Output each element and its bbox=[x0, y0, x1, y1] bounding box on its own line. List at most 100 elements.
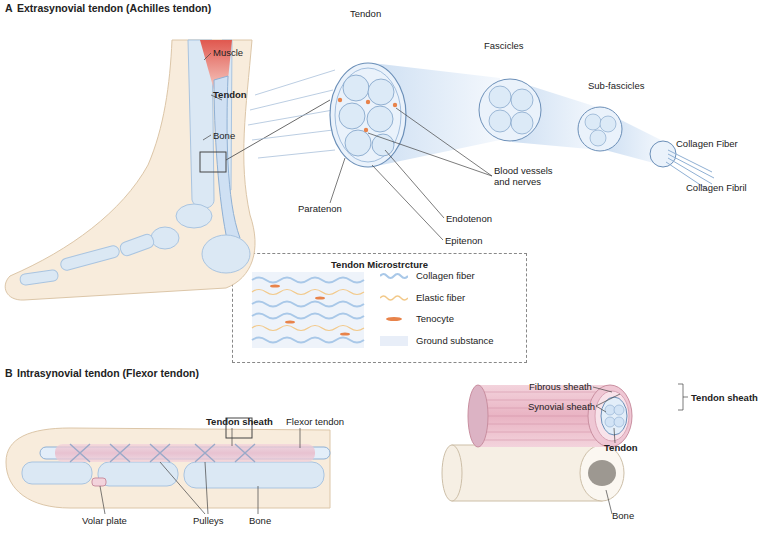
part-label: Tendon sheath bbox=[206, 416, 273, 427]
part-label: Bone bbox=[249, 515, 271, 526]
navicular-bone bbox=[151, 227, 179, 249]
panel-heading: Extrasynovial tendon (Achilles tendon) bbox=[17, 3, 211, 14]
pulley-line bbox=[195, 444, 215, 462]
collagen-wave bbox=[252, 314, 364, 319]
subfascicle-group bbox=[489, 86, 533, 134]
finger-skin bbox=[6, 428, 330, 508]
pulley-line bbox=[110, 444, 130, 462]
panel-letter: B bbox=[5, 368, 13, 379]
leader-line bbox=[300, 428, 301, 448]
fascicle bbox=[343, 75, 369, 101]
fiber bbox=[600, 116, 616, 132]
legend-wave bbox=[380, 271, 408, 281]
legend-entry: Elastic fiber bbox=[380, 292, 465, 303]
fascicle bbox=[605, 417, 615, 427]
leader-line bbox=[385, 150, 444, 218]
flexor-tendon-band bbox=[40, 447, 330, 459]
legend-heading: Tendon Microstrcture bbox=[233, 259, 526, 270]
fascicle bbox=[605, 405, 615, 415]
leader-line bbox=[396, 108, 492, 176]
leader-line bbox=[596, 406, 606, 412]
phalanx-bone bbox=[19, 269, 58, 285]
legend-sample bbox=[386, 317, 402, 321]
collagen-wave bbox=[252, 302, 364, 307]
legend-box: Tendon Microstrcture bbox=[232, 253, 527, 363]
part-label: Fascicles bbox=[484, 40, 524, 51]
leader-line bbox=[204, 53, 211, 60]
elastic-wave bbox=[252, 290, 364, 295]
leader-line bbox=[232, 428, 233, 446]
vessel-dot bbox=[338, 98, 342, 102]
fiber-group bbox=[585, 114, 616, 146]
fibula-bone bbox=[222, 40, 232, 190]
part-label: Muscle bbox=[213, 47, 243, 58]
leader-line bbox=[368, 133, 492, 176]
part-label: Volar plate bbox=[82, 515, 127, 526]
part-label: Endotenon bbox=[446, 213, 492, 224]
paratenon-fiber bbox=[248, 110, 333, 125]
blood-vessels bbox=[338, 98, 397, 132]
leader-line bbox=[372, 165, 443, 240]
fascicle-group bbox=[339, 75, 394, 156]
subfascicle bbox=[489, 86, 511, 108]
calcaneus-bone bbox=[202, 235, 250, 273]
leader-line bbox=[614, 428, 615, 443]
middle-phalanx bbox=[98, 462, 178, 486]
fascicle bbox=[345, 130, 371, 156]
part-label: Blood vessels and nerves bbox=[494, 165, 560, 187]
legend-wave bbox=[380, 293, 408, 303]
tenocyte bbox=[285, 320, 295, 323]
legend-text: Collagen fiber bbox=[416, 270, 475, 281]
collagen-wave bbox=[252, 338, 364, 343]
fascicle bbox=[614, 405, 624, 415]
part-label: Synovial sheath bbox=[528, 401, 595, 412]
paratenon-fiber bbox=[250, 90, 333, 110]
pulley-line bbox=[195, 444, 215, 462]
fibril bbox=[668, 154, 714, 178]
volar-plate bbox=[92, 478, 106, 486]
achilles-tendon bbox=[214, 76, 240, 244]
part-label: Paratenon bbox=[298, 203, 342, 214]
part-label: Collagen Fiber bbox=[676, 138, 738, 149]
tenocyte bbox=[315, 296, 325, 299]
stripe bbox=[478, 400, 610, 401]
sheath-cylinder bbox=[478, 385, 610, 447]
pulley-line bbox=[70, 444, 90, 462]
pulley-line bbox=[235, 444, 255, 462]
part-label: Epitenon bbox=[445, 235, 483, 246]
bone-marrow bbox=[588, 460, 616, 486]
legend-entry: Ground substance bbox=[380, 335, 494, 346]
fibril bbox=[668, 150, 712, 172]
legend-entry: Collagen fiber bbox=[380, 270, 475, 281]
stripe bbox=[478, 432, 610, 433]
pulley-line bbox=[150, 444, 170, 462]
part-label: Tendon bbox=[604, 442, 638, 453]
tenocytes bbox=[270, 284, 350, 335]
fascicle bbox=[614, 417, 624, 427]
leader-line bbox=[100, 486, 105, 514]
legend-sample bbox=[380, 274, 408, 278]
pulleys bbox=[70, 444, 255, 462]
subfascicle bbox=[511, 112, 533, 134]
fascicle bbox=[367, 106, 393, 132]
leader-line bbox=[258, 486, 259, 514]
part-label: Fibrous sheath bbox=[529, 381, 592, 392]
talus-bone bbox=[176, 204, 212, 228]
subfascicle-cone bbox=[512, 80, 600, 150]
fiber bbox=[585, 114, 601, 130]
bone-cylinder bbox=[452, 445, 602, 501]
fascicle bbox=[339, 103, 365, 129]
leader-line bbox=[330, 158, 345, 203]
leader-line bbox=[160, 462, 205, 514]
leader-line bbox=[596, 394, 620, 406]
paratenon-fiber bbox=[252, 130, 333, 140]
pulley-line bbox=[110, 444, 130, 462]
part-label: Flexor tendon bbox=[286, 416, 344, 427]
legend-swatch bbox=[380, 336, 408, 346]
leader-lines bbox=[100, 384, 688, 514]
tendon-fascicles bbox=[605, 405, 624, 427]
legend-text: Ground substance bbox=[416, 335, 494, 346]
synovial-sheath-end bbox=[595, 391, 629, 441]
